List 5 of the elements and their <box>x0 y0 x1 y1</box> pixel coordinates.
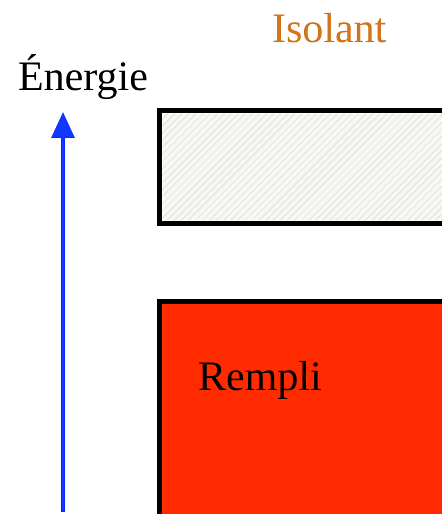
filled-band <box>157 299 442 514</box>
title: Isolant <box>272 5 386 54</box>
empty-band <box>157 108 442 226</box>
axis-label: Énergie <box>18 53 148 102</box>
band-label: Rempli <box>198 353 322 402</box>
